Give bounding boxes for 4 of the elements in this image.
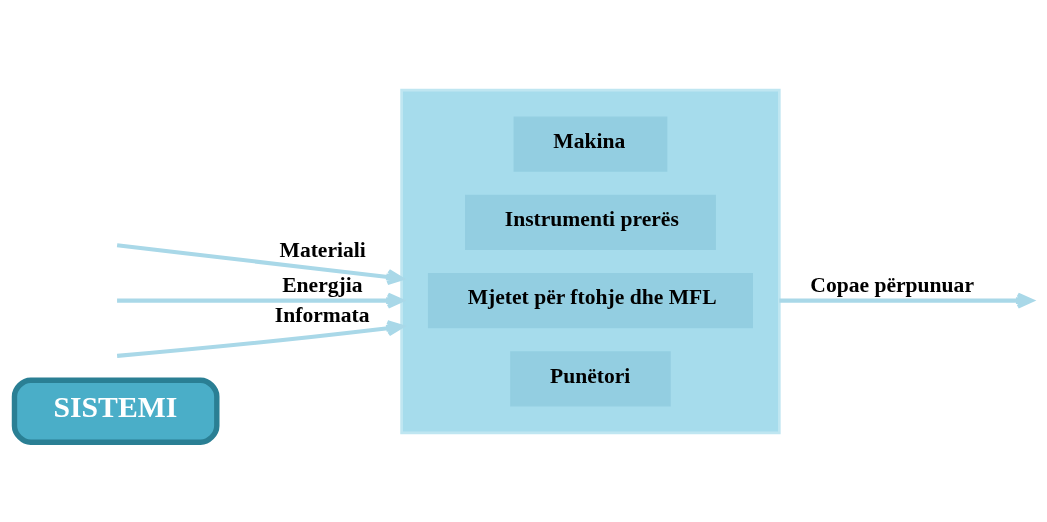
edge-label: Informata — [274, 302, 370, 327]
edge-label: Materiali — [279, 237, 366, 262]
edge-label: Copae përpunuar — [810, 272, 975, 297]
edge-label: Energjia — [282, 272, 363, 297]
